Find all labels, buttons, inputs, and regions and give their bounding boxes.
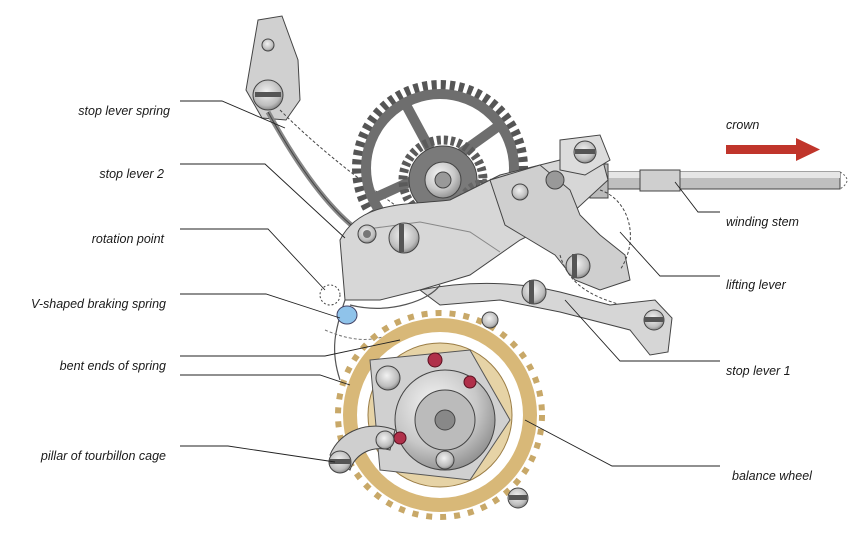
leader-stop-lever-2 [180,163,346,239]
ruby-jewel [393,431,407,445]
leader-stop-lever-spring [180,100,286,129]
label-crown: crown [726,118,760,132]
label-stop-lever-1: stop lever 1 [726,364,791,378]
leader-rotation-point [180,228,326,291]
label-balance-wheel: balance wheel [732,469,812,483]
label-stop-lever-spring: stop lever spring [78,104,170,118]
label-lifting-lever: lifting lever [726,278,786,292]
leader-balance-wheel [524,419,720,467]
label-winding-stem: winding stem [726,215,799,229]
label-pillar-of-tourbillon-cage: pillar of tourbillon cage [40,449,166,463]
crown-arrow-icon [726,138,820,161]
label-stop-lever-2: stop lever 2 [99,167,164,181]
ruby-jewel [427,352,443,368]
label-rotation-point: rotation point [91,232,164,246]
stop-lever-spring [245,15,396,235]
braking-contact-point [336,305,358,325]
label-v-shaped-braking-spring: V-shaped braking spring [30,297,166,311]
leader-bent-ends-top [180,339,401,357]
leader-bent-ends-bottom [180,374,351,386]
leader-stop-lever-1 [564,299,720,362]
label-bent-ends-of-spring: bent ends of spring [59,359,166,373]
leader-winding-stem [674,181,720,213]
ruby-jewel [463,375,477,389]
pillar-of-tourbillon-cage [328,425,396,474]
leader-lines [180,100,720,467]
tourbillon-cage [335,310,545,520]
lifting-lever [489,134,641,311]
leader-lifting-lever [619,231,720,277]
winding-stem [589,163,848,199]
leader-pillar [180,445,336,463]
leader-v-shaped-braking-spring [180,293,341,319]
stop-lever-1 [418,279,673,356]
